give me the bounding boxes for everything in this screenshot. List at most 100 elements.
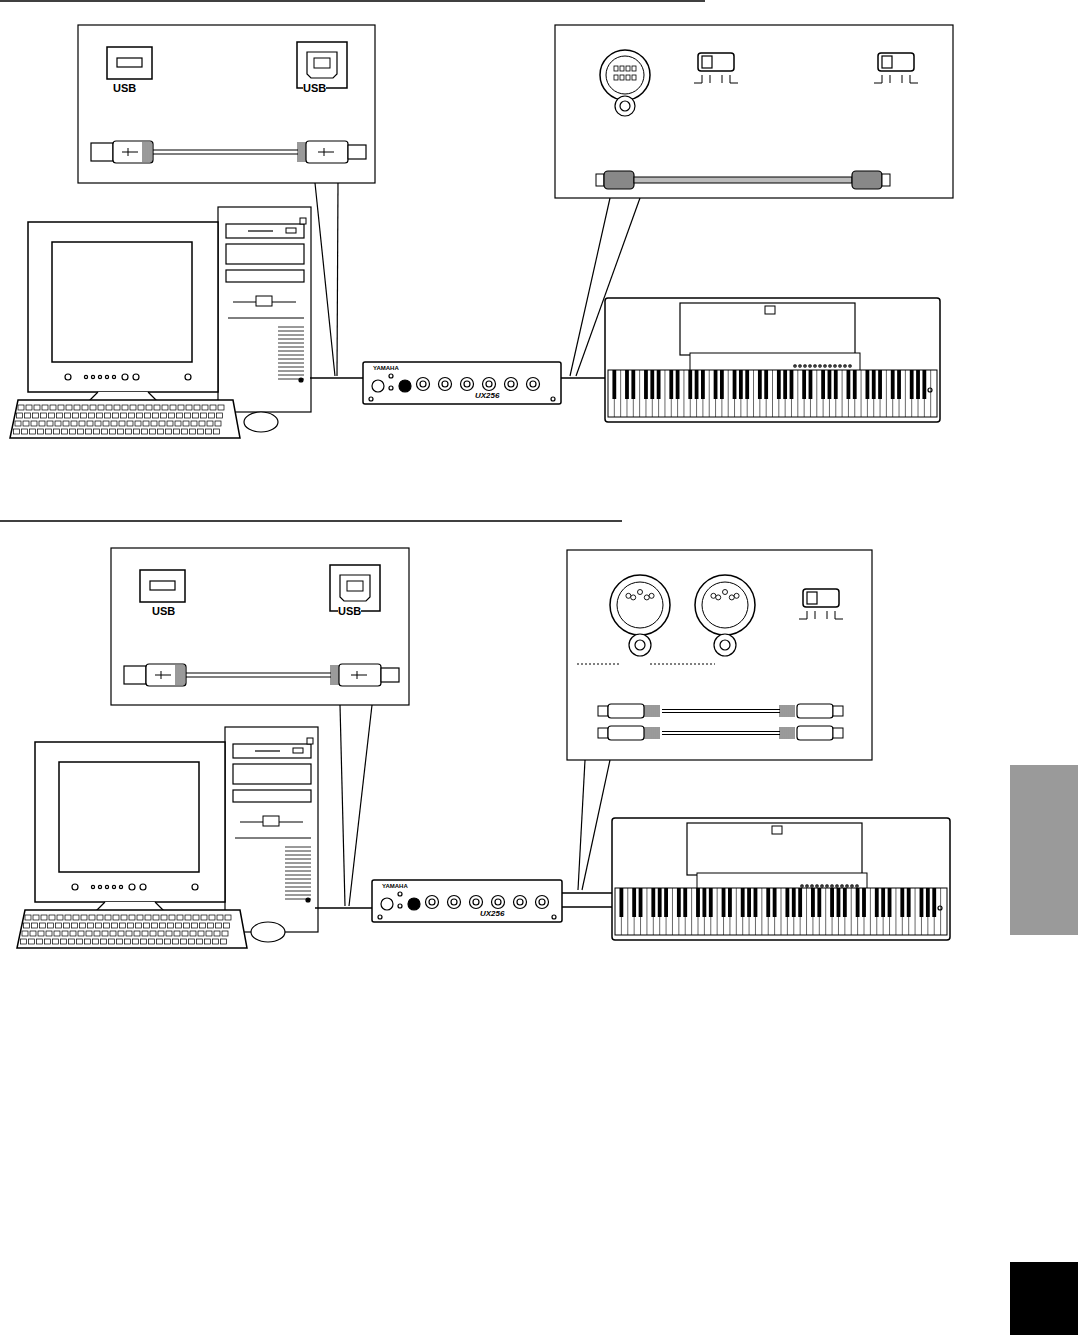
- shape: [85, 939, 91, 944]
- circle: [809, 365, 811, 367]
- wire: [315, 907, 372, 909]
- shape: [62, 931, 68, 936]
- wire: [178, 665, 179, 685]
- circle: [716, 595, 721, 600]
- circle: [398, 892, 402, 896]
- wire: [153, 149, 298, 150]
- shape: [21, 939, 27, 944]
- shape: [632, 888, 636, 917]
- wire: [657, 727, 658, 739]
- shape: [348, 145, 366, 159]
- wire: [649, 705, 650, 717]
- circle: [649, 593, 654, 598]
- shape: [34, 405, 40, 410]
- shape: [608, 726, 644, 740]
- shape: [664, 888, 668, 917]
- shape: [74, 405, 80, 410]
- wire: [278, 331, 304, 332]
- wire: [182, 665, 183, 685]
- wire: [278, 335, 304, 336]
- wire: [659, 705, 660, 717]
- shape: [891, 370, 895, 399]
- wire: [582, 760, 610, 890]
- shape: [852, 171, 882, 189]
- shape: [225, 727, 318, 932]
- callout-box: USBUSB: [111, 548, 409, 705]
- wire: [180, 665, 181, 685]
- wire: [562, 892, 612, 894]
- circle: [470, 896, 483, 909]
- wire: [255, 750, 280, 751]
- shape: [833, 706, 843, 716]
- circle: [720, 640, 730, 650]
- wire: [782, 727, 783, 739]
- wire: [653, 727, 654, 739]
- shape: [133, 939, 139, 944]
- shape: [159, 421, 165, 426]
- circle: [381, 898, 393, 910]
- circle: [606, 56, 644, 94]
- circle: [824, 365, 826, 367]
- shape: [174, 931, 180, 936]
- shape: [922, 370, 926, 399]
- shape: [221, 939, 227, 944]
- circle: [486, 381, 492, 387]
- shape: [189, 939, 195, 944]
- shape: [129, 915, 135, 920]
- wire: [298, 142, 299, 162]
- circle: [635, 640, 645, 650]
- shape: [52, 242, 192, 362]
- circle: [801, 885, 803, 887]
- wire: [736, 888, 737, 935]
- shape: [69, 939, 75, 944]
- circle: [734, 593, 739, 598]
- shape: [797, 704, 833, 718]
- wire: [285, 871, 311, 872]
- shape: [91, 143, 113, 161]
- wire: [285, 891, 311, 892]
- shape: [626, 75, 630, 80]
- shape: [33, 413, 39, 418]
- mouse: [244, 412, 278, 432]
- shape: [676, 370, 680, 399]
- shape: [111, 548, 409, 705]
- shape: [94, 931, 100, 936]
- shape: [122, 405, 128, 410]
- shape: [182, 931, 188, 936]
- wire: [782, 705, 783, 717]
- circle: [451, 899, 457, 905]
- shape: [177, 413, 183, 418]
- wire: [717, 888, 718, 935]
- wire: [278, 327, 304, 328]
- shape: [785, 888, 789, 917]
- shape: [620, 66, 624, 71]
- circle: [91, 885, 94, 888]
- shape: [217, 413, 223, 418]
- shape: [632, 66, 636, 71]
- wire: [683, 370, 684, 417]
- shape: [98, 405, 104, 410]
- shape: [194, 405, 200, 410]
- shape: [372, 880, 562, 922]
- shape: [215, 421, 221, 426]
- wire: [784, 705, 785, 717]
- shape: [170, 405, 176, 410]
- shape: [185, 915, 191, 920]
- circle: [551, 397, 555, 401]
- circle: [420, 381, 426, 387]
- shape: [214, 429, 220, 434]
- wire: [0, 0, 705, 2]
- wire: [147, 142, 148, 162]
- shape: [688, 370, 692, 399]
- circle: [473, 899, 479, 905]
- circle: [84, 375, 87, 378]
- shape: [81, 413, 87, 418]
- shape: [120, 923, 126, 928]
- shape: [634, 177, 852, 183]
- shape: [803, 589, 839, 607]
- outline: [318, 148, 334, 156]
- wire: [790, 705, 791, 717]
- shape: [135, 421, 141, 426]
- shape: [198, 429, 204, 434]
- shape: [45, 939, 51, 944]
